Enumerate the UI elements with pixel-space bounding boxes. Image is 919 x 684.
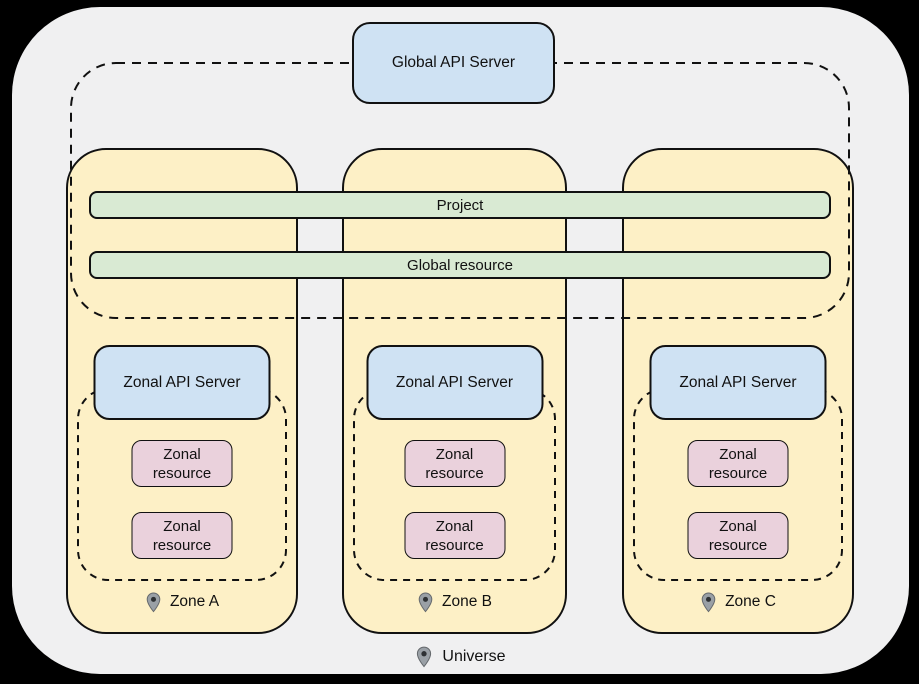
map-pin-icon xyxy=(146,592,161,612)
zonal-resource-label: Zonal resource xyxy=(152,517,212,554)
zonal-api-server-box: Zonal API Server xyxy=(93,345,271,420)
map-pin-icon xyxy=(418,592,433,612)
zonal-resource-box: Zonal resource xyxy=(131,440,233,487)
zone-c-label-row: Zone C xyxy=(624,588,852,616)
zonal-resource-label: Zonal resource xyxy=(708,445,768,482)
project-bar: Project xyxy=(89,191,831,219)
universe-label-row: Universe xyxy=(12,642,909,672)
zone-c-box: Zonal API Server Zonal resource Zonal re… xyxy=(622,148,854,634)
global-resource-bar: Global resource xyxy=(89,251,831,279)
zonal-api-server-box: Zonal API Server xyxy=(366,345,543,420)
zonal-resource-box: Zonal resource xyxy=(404,512,505,559)
zone-a-box: Zonal API Server Zonal resource Zonal re… xyxy=(66,148,298,634)
zone-b-label-row: Zone B xyxy=(344,588,565,616)
zonal-resource-label: Zonal resource xyxy=(708,517,768,554)
zone-b-box: Zonal API Server Zonal resource Zonal re… xyxy=(342,148,567,634)
map-pin-icon xyxy=(417,646,432,668)
zonal-resource-box: Zonal resource xyxy=(131,512,233,559)
zonal-resource-box: Zonal resource xyxy=(687,512,789,559)
zone-a-label-row: Zone A xyxy=(68,588,296,616)
zonal-api-server-label: Zonal API Server xyxy=(123,373,241,391)
zonal-resource-box: Zonal resource xyxy=(404,440,505,487)
project-bar-label: Project xyxy=(436,196,484,214)
zonal-api-server-label: Zonal API Server xyxy=(395,373,514,391)
zonal-resource-label: Zonal resource xyxy=(425,517,484,554)
zone-name-label: Zone B xyxy=(442,593,492,610)
universe-label: Universe xyxy=(442,648,506,665)
zonal-api-server-box: Zonal API Server xyxy=(649,345,827,420)
zonal-api-server-label: Zonal API Server xyxy=(679,373,797,391)
global-resource-bar-label: Global resource xyxy=(407,256,513,274)
map-pin-icon xyxy=(701,592,716,612)
zonal-resources-dashed-boundary xyxy=(633,388,843,581)
zonal-resource-label: Zonal resource xyxy=(152,445,212,482)
zonal-resources-dashed-boundary xyxy=(77,388,287,581)
zonal-resource-label: Zonal resource xyxy=(425,445,484,482)
zone-name-label: Zone C xyxy=(725,593,776,610)
global-api-server-label: Global API Server xyxy=(391,54,516,71)
global-api-server-box: Global API Server xyxy=(352,22,555,104)
zonal-resource-box: Zonal resource xyxy=(687,440,789,487)
zone-name-label: Zone A xyxy=(169,593,220,610)
